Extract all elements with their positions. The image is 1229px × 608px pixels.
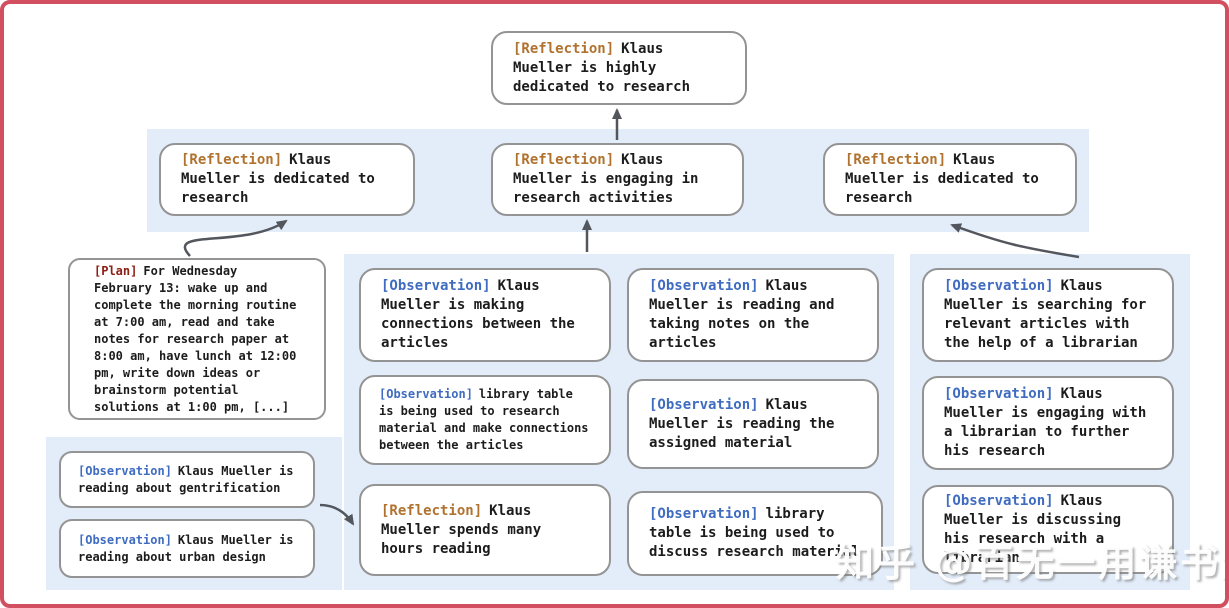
node-text: Klaus Mueller is dedicated to research — [845, 152, 1039, 206]
observation-tag: [Observation] — [379, 387, 473, 401]
observation-tag: [Observation] — [381, 278, 491, 294]
node-text: For Wednesday February 13: wake up and c… — [94, 263, 297, 414]
reflection-tag: [Reflection] — [181, 152, 283, 168]
reflection-tag: [Reflection] — [513, 40, 615, 57]
node-text: Klaus Mueller spends many hours reading — [381, 502, 542, 557]
observation-tag: [Observation] — [944, 492, 1054, 509]
node-text: Klaus Mueller is searching for relevant … — [944, 278, 1147, 351]
node-observation-taking-notes: [Observation]Klaus Mueller is reading an… — [627, 268, 879, 362]
node-reflection-middle: [Reflection]Klaus Mueller is engaging in… — [491, 143, 744, 216]
node-text: Klaus Mueller is highly dedicated to res… — [513, 40, 691, 95]
node-observation-urban-design: [Observation]Klaus Mueller is reading ab… — [59, 519, 315, 578]
reflection-tag: [Reflection] — [381, 502, 483, 519]
zhihu-watermark: 知乎 @百无一用谦书生 — [836, 541, 1229, 585]
observation-tag: [Observation] — [649, 506, 759, 522]
node-text: Klaus Mueller is reading the assigned ma… — [649, 396, 835, 451]
node-reflection-hours-reading: [Reflection]Klaus Mueller spends many ho… — [359, 484, 611, 576]
plan-tag: [Plan] — [94, 263, 138, 278]
node-text: Klaus Mueller is dedicated to research — [181, 152, 375, 206]
observation-tag: [Observation] — [78, 463, 172, 478]
node-text: library table is being used to research … — [379, 387, 589, 452]
node-text: Klaus Mueller is discussing his research… — [944, 492, 1122, 566]
node-observation-engaging-librarian: [Observation]Klaus Mueller is engaging w… — [922, 376, 1174, 470]
node-observation-library-discuss: [Observation]library table is being used… — [627, 491, 883, 576]
observation-tag: [Observation] — [649, 396, 759, 413]
node-text: Klaus Mueller is reading about urban des… — [78, 532, 294, 564]
observation-tag: [Observation] — [649, 278, 759, 294]
node-observation-discussing-librarian: [Observation]Klaus Mueller is discussing… — [922, 485, 1174, 574]
node-plan: [Plan]For Wednesday February 13: wake up… — [68, 258, 326, 420]
node-observation-connections: [Observation]Klaus Mueller is making con… — [359, 268, 611, 362]
node-text: Klaus Mueller is reading and taking note… — [649, 278, 835, 351]
node-text: library table is being used to discuss r… — [649, 506, 860, 560]
node-observation-searching-articles: [Observation]Klaus Mueller is searching … — [922, 268, 1174, 362]
node-reflection-left: [Reflection]Klaus Mueller is dedicated t… — [159, 143, 415, 216]
node-observation-gentrification: [Observation]Klaus Mueller is reading ab… — [59, 451, 315, 508]
reflection-tag: [Reflection] — [845, 152, 947, 168]
observation-tag: [Observation] — [944, 386, 1054, 402]
node-reflection-right: [Reflection]Klaus Mueller is dedicated t… — [823, 143, 1077, 216]
node-top-reflection: [Reflection]Klaus Mueller is highly dedi… — [491, 31, 747, 105]
observation-tag: [Observation] — [944, 278, 1054, 294]
node-text: Klaus Mueller is engaging with a librari… — [944, 386, 1147, 459]
node-observation-assigned-material: [Observation]Klaus Mueller is reading th… — [627, 379, 879, 469]
node-text: Klaus Mueller is making connections betw… — [381, 278, 575, 351]
observation-tag: [Observation] — [78, 532, 172, 547]
node-text: Klaus Mueller is engaging in research ac… — [513, 152, 699, 206]
node-observation-library-research: [Observation]library table is being used… — [359, 375, 611, 465]
reflection-tag: [Reflection] — [513, 152, 615, 168]
node-text: Klaus Mueller is reading about gentrific… — [78, 463, 294, 495]
